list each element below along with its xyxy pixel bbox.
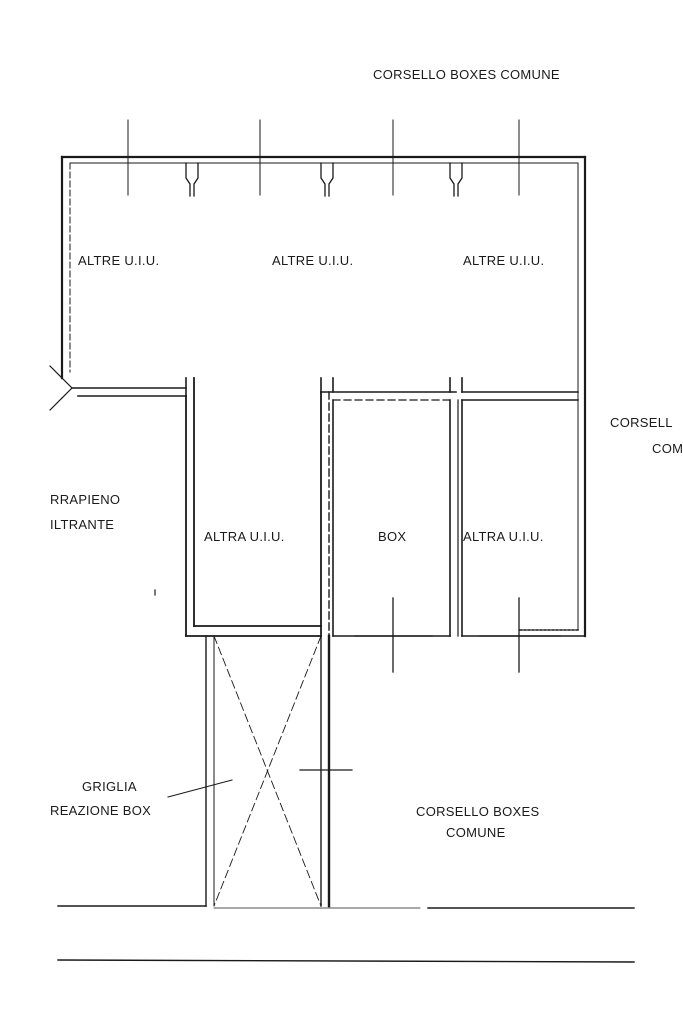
label-corsello-right-1: CORSELL: [610, 415, 673, 430]
top-grid-lines: [127, 119, 520, 196]
label-corsello-right-2: COM: [652, 441, 683, 456]
label-griglia-2: REAZIONE BOX: [50, 803, 152, 818]
label-altre-uiu-3: ALTRE U.I.U.: [463, 253, 545, 268]
top-pillars: [185, 162, 463, 197]
box-cross-marks: [354, 597, 561, 673]
left-wall: [60, 155, 71, 380]
right-wall: [577, 155, 587, 638]
label-corsello-bottom-1: CORSELLO BOXES: [416, 804, 540, 819]
left-unit-walls: [185, 377, 322, 637]
griglia-leader: [167, 779, 233, 798]
label-terrapieno-2: ILTRANTE: [50, 517, 115, 532]
label-altre-uiu-1: ALTRE U.I.U.: [78, 253, 160, 268]
label-altra-uiu-left: ALTRA U.I.U.: [204, 529, 285, 544]
label-altre-uiu-2: ALTRE U.I.U.: [272, 253, 354, 268]
label-terrapieno-1: RRAPIENO: [50, 492, 121, 507]
label-corsello-top: CORSELLO BOXES COMUNE: [373, 67, 560, 82]
upper-row-separator: [71, 377, 579, 401]
label-griglia-1: GRIGLIA: [82, 779, 137, 794]
label-altra-uiu-right: ALTRA U.I.U.: [463, 529, 544, 544]
bottom-lines: [57, 905, 635, 963]
box-walls: [328, 391, 463, 637]
griglia-shaft: [205, 634, 353, 908]
label-box: BOX: [378, 529, 407, 544]
label-corsello-bottom-2: COMUNE: [446, 825, 506, 840]
top-wall: [60, 155, 587, 164]
right-unit-walls: [461, 629, 586, 637]
